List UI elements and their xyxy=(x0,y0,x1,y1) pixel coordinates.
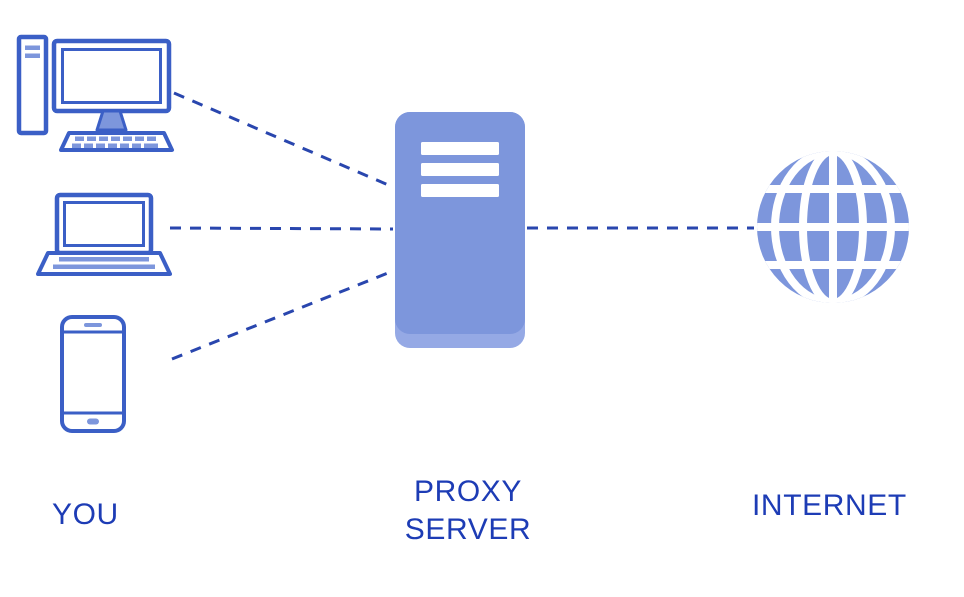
phone-speaker xyxy=(84,323,102,327)
connection-laptop-to-proxy xyxy=(169,226,394,231)
phone-home-button xyxy=(87,418,99,425)
proxy-label-line1: PROXY xyxy=(413,475,523,508)
laptop-base xyxy=(36,251,172,276)
globe-gridlines xyxy=(757,151,909,303)
computer-monitor xyxy=(51,38,172,132)
internet-label: INTERNET xyxy=(752,489,907,522)
phone-body xyxy=(60,315,126,433)
computer-tower xyxy=(16,34,49,136)
proxy-server-icon xyxy=(395,112,525,348)
connection-phone-to-proxy xyxy=(171,269,394,361)
proxy-label-line2: SERVER xyxy=(404,513,532,546)
connection-desktop-to-proxy xyxy=(173,91,394,189)
keyboard-keys xyxy=(72,136,158,148)
proxy-server-label: PROXY SERVER xyxy=(368,473,568,549)
computer-keyboard xyxy=(59,131,174,152)
internet-globe-icon xyxy=(757,151,909,303)
monitor-stand xyxy=(95,109,128,132)
laptop-screen xyxy=(54,192,154,256)
client-label: YOU xyxy=(52,498,119,531)
smartphone-icon xyxy=(60,315,126,433)
laptop-icon xyxy=(36,192,172,276)
desktop-computer-icon xyxy=(16,34,174,152)
server-slot-bars xyxy=(421,142,499,197)
